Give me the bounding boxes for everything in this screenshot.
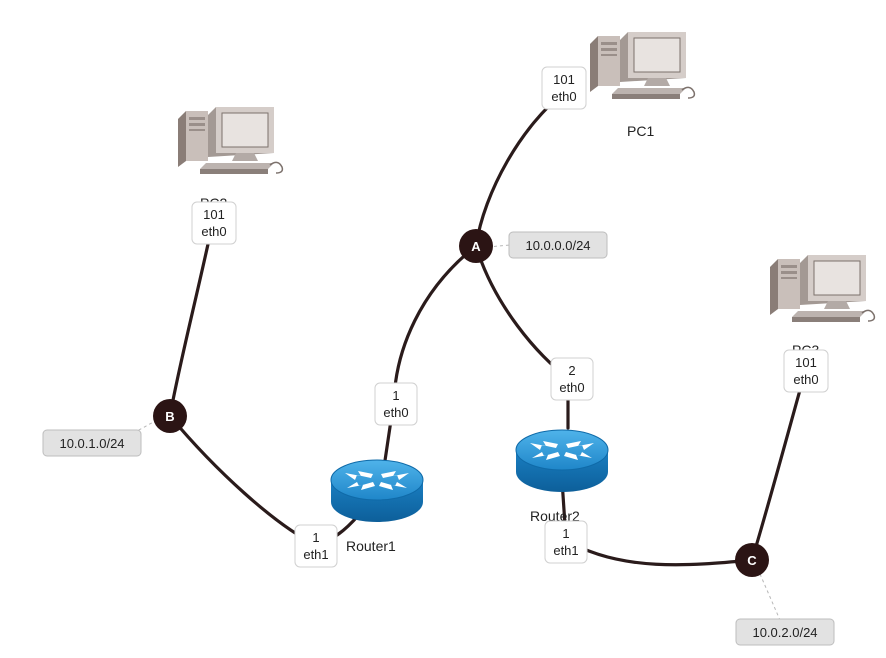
port-router1-eth1-number: 1 [312, 530, 319, 545]
switch-a[interactable]: A [459, 229, 493, 263]
pc2-icon[interactable] [177, 106, 284, 175]
link-switch-a-router2 [474, 244, 570, 430]
network-c-cidr: 10.0.2.0/24 [752, 625, 817, 640]
leader-network-a [487, 244, 511, 248]
port-label-router2-eth0: 2 eth0 [550, 357, 594, 401]
switch-c-label: C [747, 553, 757, 568]
link-router2-switch-c [560, 478, 754, 567]
port-pc3-iface: eth0 [793, 372, 818, 387]
pc1-name: PC1 [627, 123, 654, 139]
network-label-a: 10.0.0.0/24 [508, 231, 608, 259]
router2-icon[interactable] [515, 429, 609, 493]
pc3-icon[interactable] [769, 254, 876, 323]
network-a-cidr: 10.0.0.0/24 [525, 238, 590, 253]
link-pc1-switch-a [474, 90, 567, 248]
network-label-b: 10.0.1.0/24 [42, 429, 142, 457]
port-label-pc1: 101 eth0 [541, 66, 587, 110]
port-router1-eth0-iface: eth0 [383, 405, 408, 420]
switch-c[interactable]: C [735, 543, 769, 577]
network-label-c: 10.0.2.0/24 [735, 618, 835, 646]
port-pc2-iface: eth0 [201, 224, 226, 239]
port-label-pc3: 101 eth0 [783, 349, 829, 393]
port-pc1-number: 101 [553, 72, 575, 87]
router1-name: Router1 [346, 538, 396, 554]
leader-network-c [759, 573, 781, 621]
switch-b[interactable]: B [153, 399, 187, 433]
port-label-router1-eth1: 1 eth1 [294, 524, 338, 568]
link-pc2-switch-b [168, 224, 214, 418]
port-pc3-number: 101 [795, 355, 817, 370]
port-router2-eth0-number: 2 [568, 363, 575, 378]
network-b-cidr: 10.0.1.0/24 [59, 436, 124, 451]
port-router1-eth1-iface: eth1 [303, 547, 328, 562]
switch-a-label: A [471, 239, 481, 254]
port-router2-eth1-iface: eth1 [553, 543, 578, 558]
port-router2-eth0-iface: eth0 [559, 380, 584, 395]
port-label-pc2: 101 eth0 [191, 201, 237, 245]
pc1-icon[interactable] [589, 31, 696, 100]
port-router1-eth0-number: 1 [392, 388, 399, 403]
port-label-router2-eth1: 1 eth1 [544, 520, 588, 564]
port-pc1-iface: eth0 [551, 89, 576, 104]
router2-name: Router2 [530, 508, 580, 524]
port-label-router1-eth0: 1 eth0 [374, 382, 418, 426]
link-switch-a-router1 [381, 244, 478, 476]
switch-b-label: B [165, 409, 174, 424]
port-router2-eth1-number: 1 [562, 526, 569, 541]
port-pc2-number: 101 [203, 207, 225, 222]
link-pc3-switch-c [750, 370, 807, 562]
router1-icon[interactable] [330, 459, 424, 523]
